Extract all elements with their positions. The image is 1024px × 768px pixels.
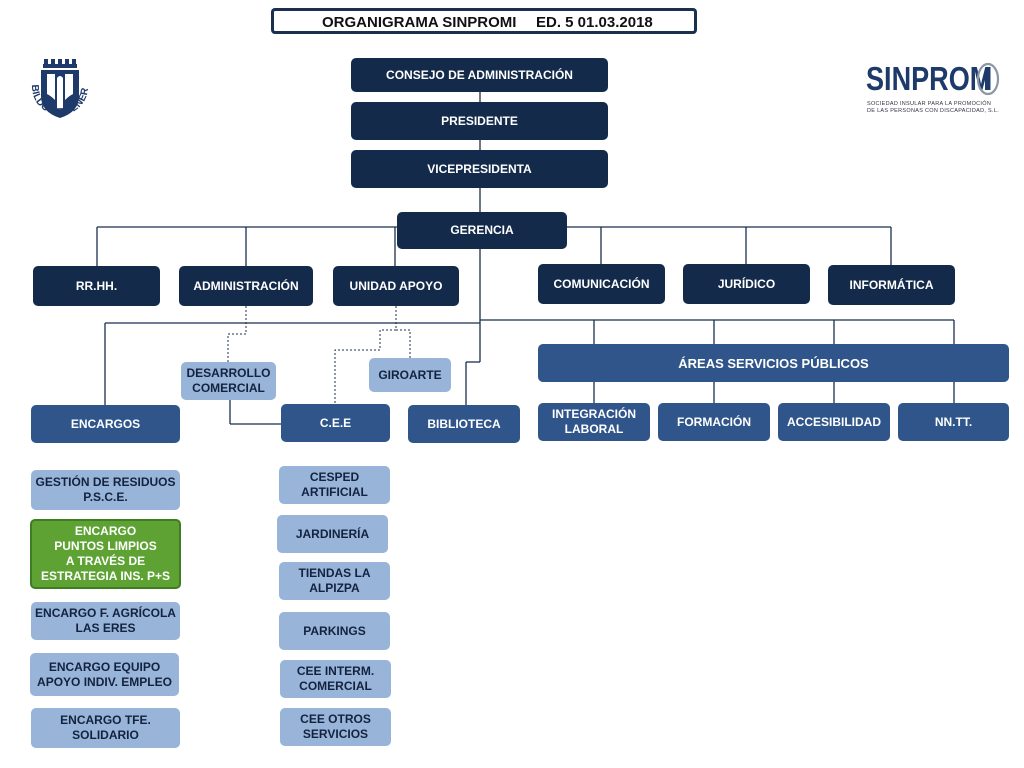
encargo-item: GESTIÓN DE RESIDUOS P.S.C.E.	[31, 470, 180, 510]
accesibilidad-box: ACCESIBILIDAD	[778, 403, 890, 441]
biblioteca-box: BIBLIOTECA	[408, 405, 520, 443]
integracion-laboral-box: INTEGRACIÓN LABORAL	[538, 403, 650, 441]
desarrollo-comercial-box: DESARROLLO COMERCIAL	[181, 362, 276, 400]
vicepresidenta-box: VICEPRESIDENTA	[351, 150, 608, 188]
cee-item: CEE INTERM. COMERCIAL	[280, 660, 391, 698]
consejo-administracion-box: CONSEJO DE ADMINISTRACIÓN	[351, 58, 608, 92]
gerencia-box: GERENCIA	[397, 212, 567, 249]
cee-item: TIENDAS LA ALPIZPA	[279, 562, 390, 600]
encargo-item: ENCARGO TFE. SOLIDARIO	[31, 708, 180, 748]
sinpromi-logo: SINPROM SOCIEDAD INSULAR PARA LA PROMOCI…	[862, 60, 1002, 120]
cee-item: CEE OTROS SERVICIOS	[280, 708, 391, 746]
cabildo-tenerife-logo-icon: CABILDO DE TENERIFE	[24, 56, 91, 118]
sinpromi-ring-icon	[976, 62, 1000, 96]
rrhh-box: RR.HH.	[33, 266, 160, 306]
cee-item: PARKINGS	[279, 612, 390, 650]
areas-servicios-publicos-box: ÁREAS SERVICIOS PÚBLICOS	[538, 344, 1009, 382]
presidente-box: PRESIDENTE	[351, 102, 608, 140]
nntt-box: NN.TT.	[898, 403, 1009, 441]
comunicacion-box: COMUNICACIÓN	[538, 264, 665, 304]
formacion-box: FORMACIÓN	[658, 403, 770, 441]
chart-title-box: ORGANIGRAMA SINPROMI ED. 5 01.03.2018	[271, 8, 697, 34]
unidad-apoyo-box: UNIDAD APOYO	[333, 266, 459, 306]
cee-box: C.E.E	[281, 404, 390, 442]
administracion-box: ADMINISTRACIÓN	[179, 266, 313, 306]
informatica-box: INFORMÁTICA	[828, 265, 955, 305]
chart-edition: ED. 5 01.03.2018	[536, 14, 653, 31]
cee-item: JARDINERÍA	[277, 515, 388, 553]
encargo-item: ENCARGO EQUIPO APOYO INDIV. EMPLEO	[30, 653, 179, 696]
sinpromi-logo-word: SINPROM	[866, 60, 993, 97]
cee-item: CESPED ARTIFICIAL	[279, 466, 390, 504]
chart-title: ORGANIGRAMA SINPROMI	[322, 14, 517, 31]
encargo-item: ENCARGO F. AGRÍCOLA LAS ERES	[31, 602, 180, 640]
giroarte-box: GIROARTE	[369, 358, 451, 392]
encargo-item-highlighted: ENCARGO PUNTOS LIMPIOS A TRAVÉS DE ESTRA…	[30, 519, 181, 589]
encargos-box: ENCARGOS	[31, 405, 180, 443]
juridico-box: JURÍDICO	[683, 264, 810, 304]
sinpromi-logo-subtitle: SOCIEDAD INSULAR PARA LA PROMOCIÓN DE LA…	[867, 101, 1000, 114]
